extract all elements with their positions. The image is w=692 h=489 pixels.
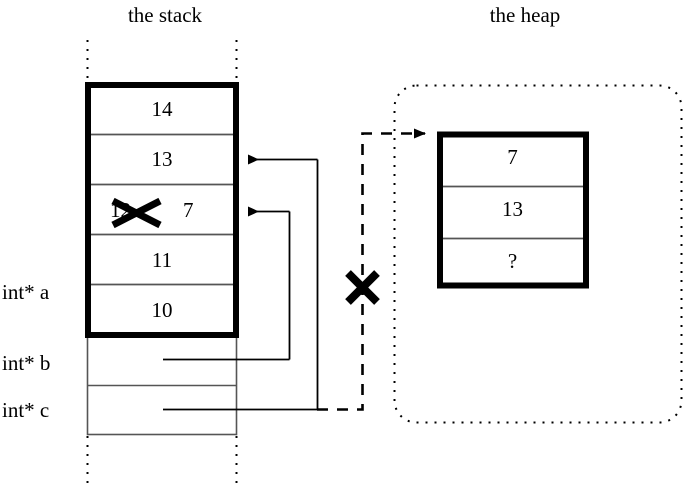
heap-region-boundary	[393, 84, 683, 424]
heap-region-title: the heap	[489, 3, 561, 27]
stack-region-title: the stack	[127, 3, 203, 27]
heap-block-box	[437, 131, 589, 289]
strikeout-x-icon-stale-value	[111, 197, 162, 229]
stack-frame-box	[85, 82, 239, 338]
stale-pointer-line-to-heap	[317, 128, 426, 411]
strikeout-x-icon-heap-pointer	[345, 270, 380, 305]
variable-label-c: int* c	[2, 398, 50, 422]
stack-cell-value-1: 13	[151, 147, 173, 171]
heap-cell-value-1: 13	[502, 197, 523, 221]
stack-cell-value-3: 11	[151, 248, 173, 272]
stack-cell-value-2-current: 7	[183, 198, 194, 222]
pointer-line-c-to-stack	[163, 154, 319, 411]
heap-cell-value-2: ?	[507, 249, 518, 273]
pointer-line-b	[163, 206, 291, 361]
variable-label-b: int* b	[2, 351, 51, 375]
stack-cell-value-0: 14	[151, 97, 173, 121]
stack-cell-value-4: 10	[151, 298, 173, 322]
variable-label-a: int* a	[2, 280, 50, 304]
heap-cell-value-0: 7	[507, 145, 518, 169]
